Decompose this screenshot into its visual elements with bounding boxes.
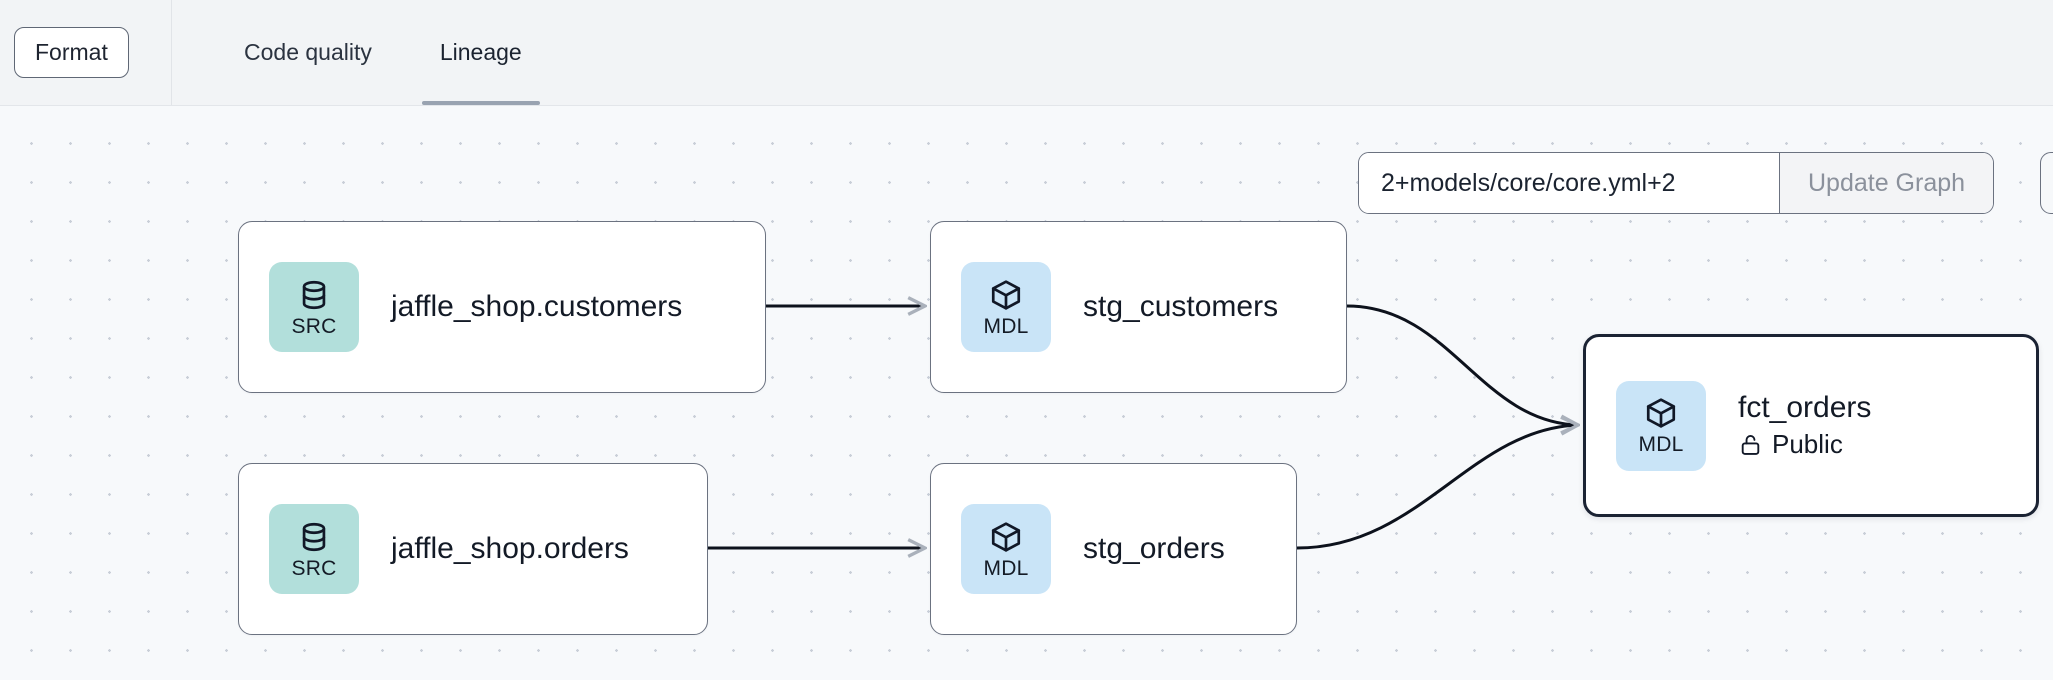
unlock-icon: [1741, 435, 1760, 456]
edge-stg-orders-to-fct-orders: [1296, 425, 1578, 550]
node-title: stg_orders: [1083, 531, 1225, 565]
graph-node-jaffle-shop-orders[interactable]: SRC jaffle_shop.orders: [238, 463, 708, 635]
node-badge-label: MDL: [1638, 433, 1684, 456]
node-badge-src: SRC: [269, 504, 359, 594]
tab-lineage-label: Lineage: [439, 39, 522, 65]
cube-icon: [991, 521, 1021, 552]
node-visibility: Public: [1738, 428, 1871, 460]
graph-selector-input[interactable]: [1359, 153, 1779, 213]
node-badge-label: MDL: [983, 556, 1029, 580]
edge-stg-customers-to-fct-orders: [1346, 304, 1578, 425]
node-badge-label: SRC: [291, 314, 337, 338]
graph-node-stg-orders[interactable]: MDL stg_orders: [930, 463, 1297, 635]
update-graph-button[interactable]: Update Graph: [1779, 153, 1994, 213]
graph-node-jaffle-shop-customers[interactable]: SRC jaffle_shop.customers: [238, 221, 766, 393]
database-icon: [302, 522, 326, 551]
node-body: stg_orders: [1083, 532, 1225, 567]
database-icon: [302, 280, 326, 309]
node-title: jaffle_shop.orders: [391, 531, 629, 565]
cube-icon: [1646, 398, 1676, 428]
graph-node-fct-orders[interactable]: MDL fct_orders Public: [1583, 334, 2039, 517]
node-visibility-label: Public: [1772, 428, 1843, 459]
tab-bar: Code quality Lineage: [172, 0, 540, 105]
node-badge-mdl: MDL: [1616, 380, 1706, 471]
editor-toolbar: Format Code quality Lineage: [0, 0, 2053, 106]
overflow-control-panel[interactable]: [2040, 152, 2053, 214]
tab-code-quality-label: Code quality: [244, 39, 372, 65]
lineage-canvas[interactable]: SRC jaffle_shop.customers SRC jaffle_sho…: [0, 106, 2053, 680]
node-body: jaffle_shop.orders: [391, 532, 629, 567]
graph-node-stg-customers[interactable]: MDL stg_customers: [930, 221, 1347, 393]
node-badge-mdl: MDL: [961, 262, 1051, 352]
node-body: stg_customers: [1083, 290, 1278, 325]
node-title: fct_orders: [1738, 391, 1872, 425]
graph-selector-group: Update Graph: [1358, 152, 1995, 214]
node-title: stg_customers: [1083, 289, 1279, 323]
node-badge-label: MDL: [983, 314, 1029, 338]
node-body: fct_orders Public: [1738, 391, 1871, 459]
format-button[interactable]: Format: [14, 27, 129, 78]
node-title: jaffle_shop.customers: [391, 289, 683, 323]
tab-lineage[interactable]: Lineage: [421, 0, 540, 105]
node-badge-label: SRC: [291, 556, 337, 580]
node-body: jaffle_shop.customers: [391, 290, 682, 325]
format-zone: Format: [0, 0, 172, 105]
node-badge-mdl: MDL: [961, 504, 1051, 594]
node-badge-src: SRC: [269, 262, 359, 352]
cube-icon: [991, 279, 1021, 310]
tab-code-quality[interactable]: Code quality: [236, 0, 380, 105]
